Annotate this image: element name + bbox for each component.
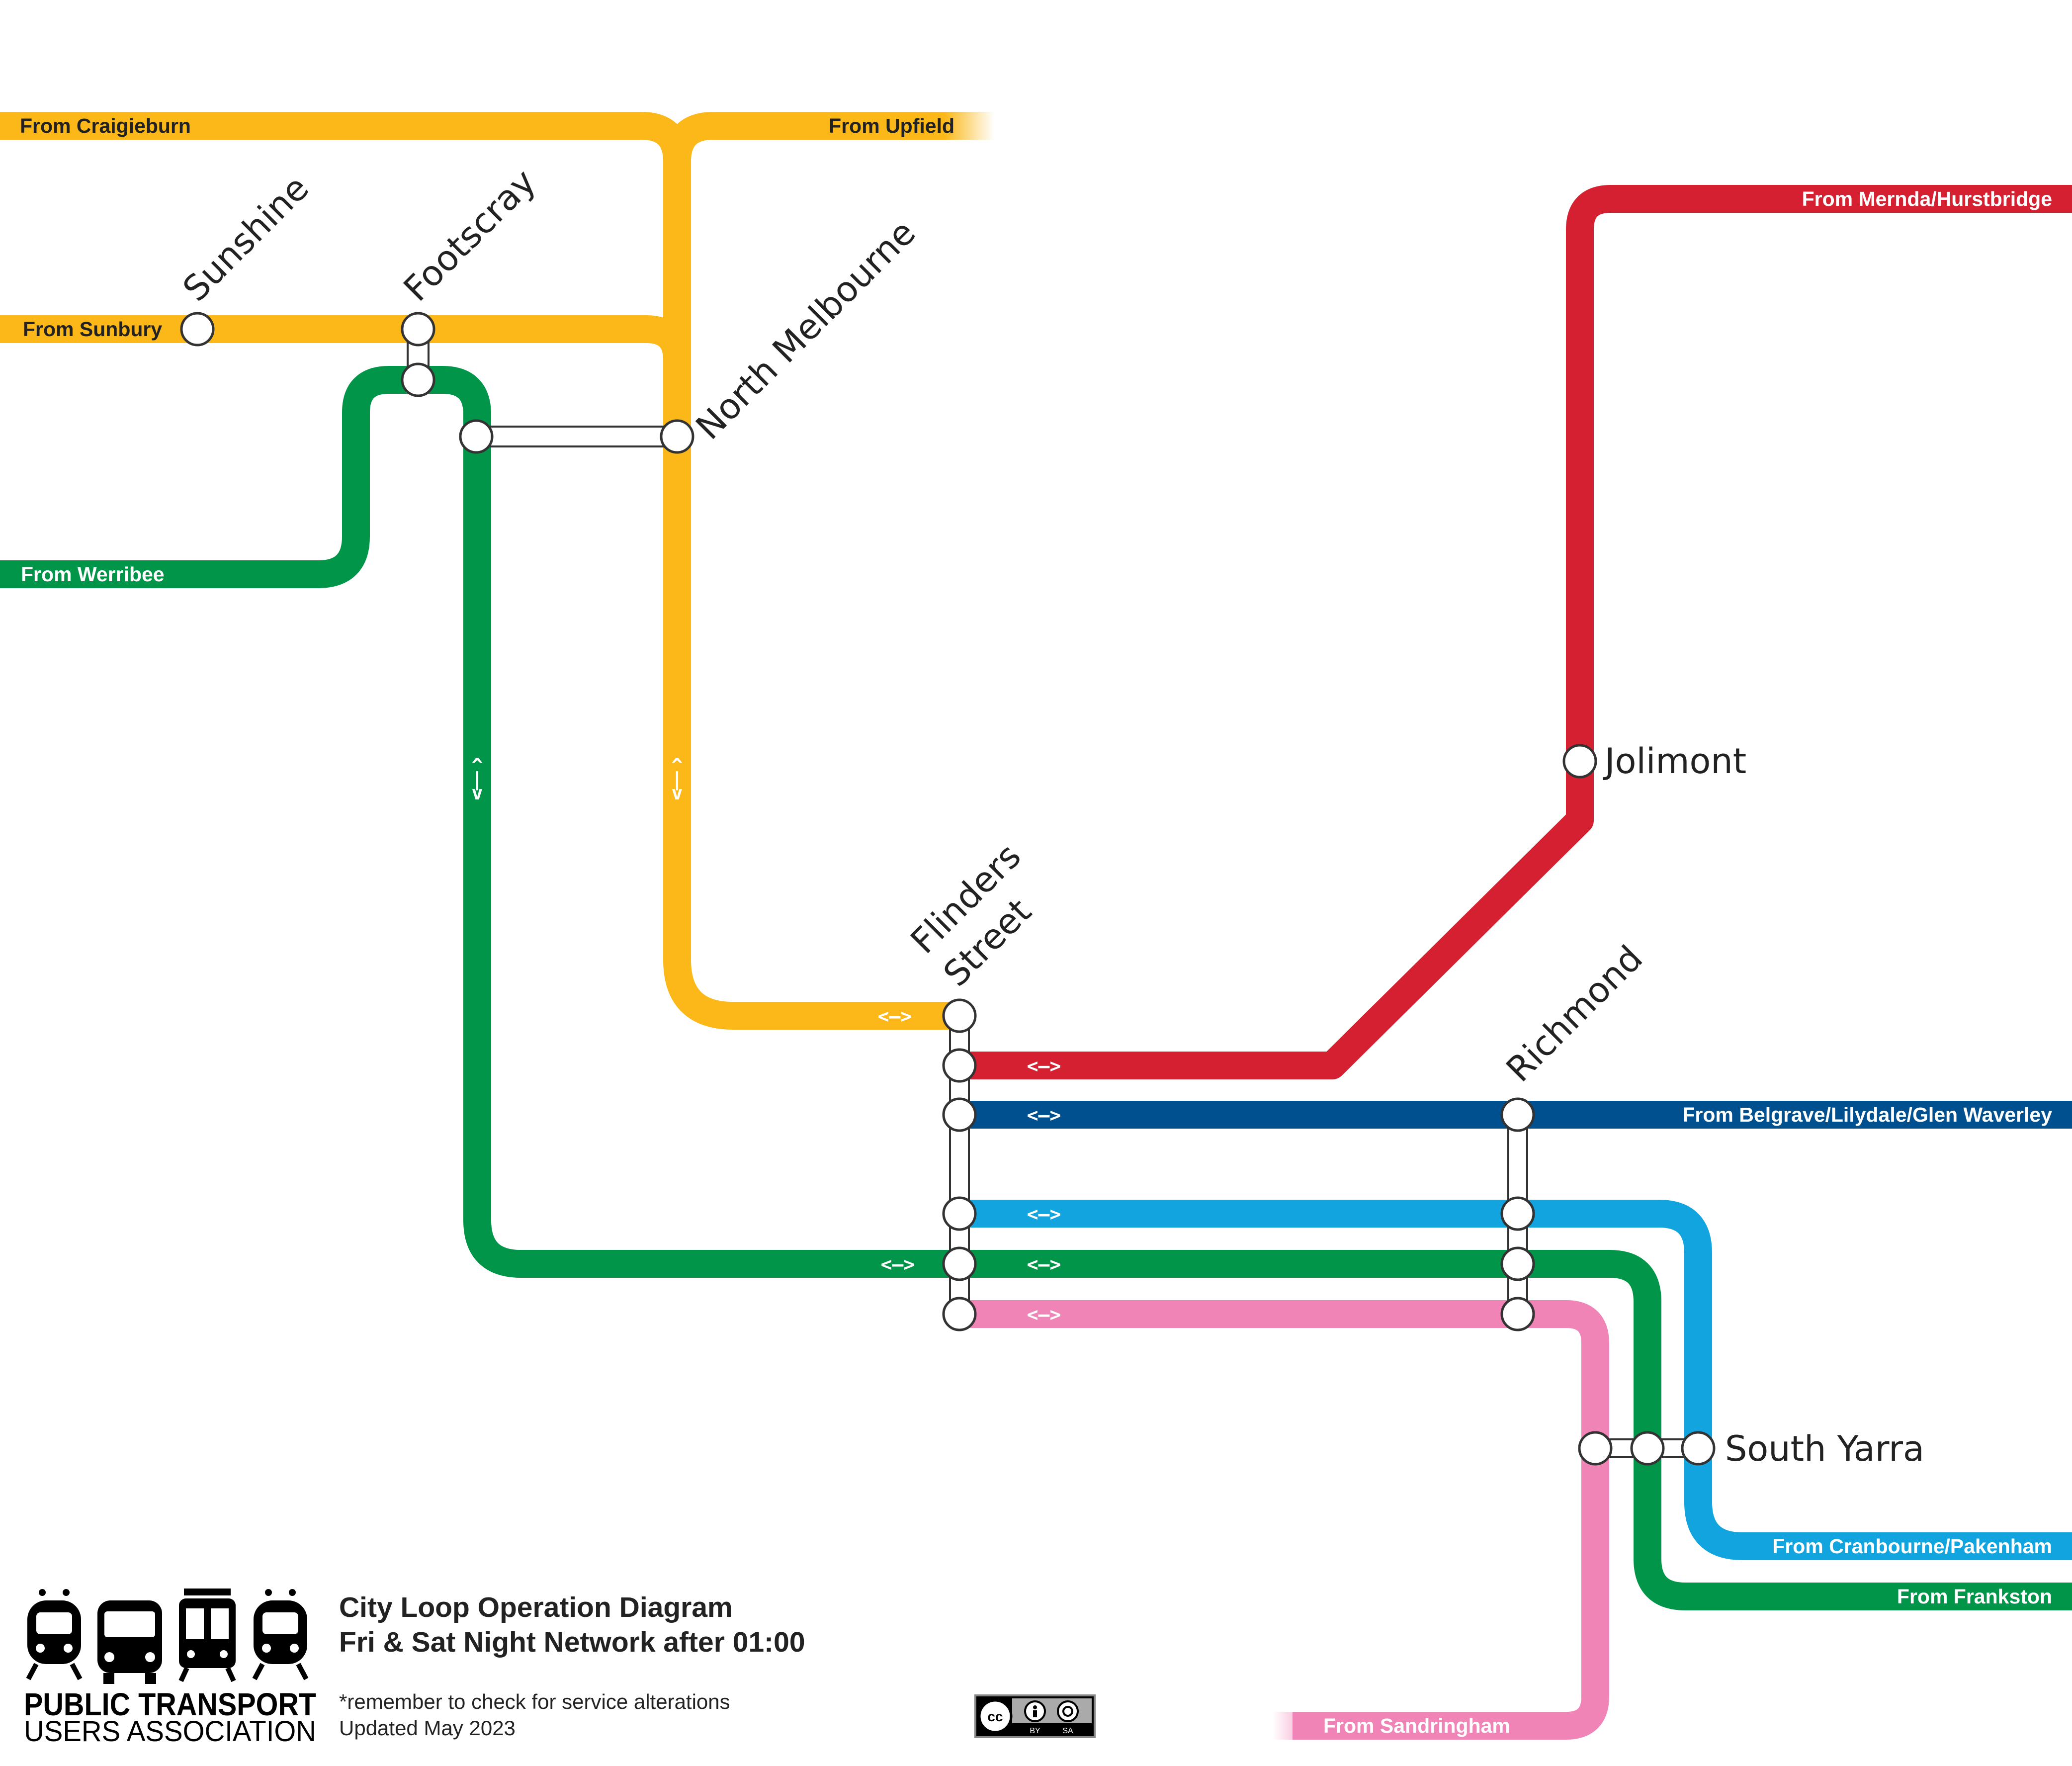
frankston-label: From Frankston xyxy=(1897,1585,2052,1608)
org-name-line1: PUBLIC TRANSPORT xyxy=(24,1686,316,1722)
south-yarra-marker-pink xyxy=(1578,1431,1613,1466)
mernda-hurstbridge-line xyxy=(959,185,2072,1079)
upfield-line-fade xyxy=(945,112,994,140)
north-melbourne-marker-werribee xyxy=(459,419,494,454)
yellow-vertical-arrow-up: ^ xyxy=(672,754,683,776)
bus-icon xyxy=(97,1600,162,1684)
org-name-line2: USERS ASSOCIATION xyxy=(24,1715,316,1748)
upfield-label: From Upfield xyxy=(829,114,954,137)
north-melbourne-marker-yellow xyxy=(660,419,694,454)
diagram-title: City Loop Operation Diagram xyxy=(339,1591,733,1623)
cc-text: cc xyxy=(987,1709,1003,1724)
flinders-marker-red xyxy=(942,1048,977,1083)
werribee-label: From Werribee xyxy=(21,563,165,586)
richmond-marker-lightblue xyxy=(1500,1196,1535,1231)
sa-icon xyxy=(1057,1700,1079,1722)
upfield-line xyxy=(663,112,945,163)
sunshine-name: Sunshine xyxy=(175,168,317,309)
red-direction-arrow: <–> xyxy=(1027,1055,1061,1077)
south-yarra-marker-lightblue xyxy=(1681,1431,1716,1466)
yellow-vertical-arrow-down: v xyxy=(672,782,683,804)
richmond-name: Richmond xyxy=(1498,938,1650,1090)
jolimont-marker xyxy=(1562,744,1597,779)
flinders-marker-yellow xyxy=(942,998,977,1033)
sunbury-line xyxy=(0,315,691,361)
werribee-line xyxy=(0,366,959,1278)
footscray-marker-sunbury xyxy=(401,312,435,347)
station-markers xyxy=(180,312,1716,1466)
sandringham-label: From Sandringham xyxy=(1323,1714,1510,1737)
train-icon xyxy=(26,1589,83,1680)
train-icon-2 xyxy=(252,1589,309,1680)
cc-icon xyxy=(978,1699,1013,1734)
belgrave-label: From Belgrave/Lilydale/Glen Waverley xyxy=(1682,1103,2052,1126)
green-vertical-direction-arrow: ^ | v xyxy=(472,754,483,804)
green-vertical-arrow-up: ^ xyxy=(472,754,483,776)
flinders-marker-lightblue xyxy=(942,1196,977,1231)
richmond-marker-darkblue xyxy=(1500,1097,1535,1132)
sunbury-label: From Sunbury xyxy=(23,318,162,341)
mernda-hurstbridge-label: From Mernda/Hurstbridge xyxy=(1802,187,2052,210)
lightblue-direction-arrow: <–> xyxy=(1027,1203,1061,1225)
updated-date: Updated May 2023 xyxy=(339,1716,516,1740)
service-alteration-note: *remember to check for service alteratio… xyxy=(339,1690,730,1713)
craigieburn-line xyxy=(0,112,959,1030)
darkblue-direction-arrow: <–> xyxy=(1027,1104,1061,1126)
green-vertical-arrow-bar: | xyxy=(472,768,483,791)
frankston-line xyxy=(959,1250,2072,1610)
jolimont-name: Jolimont xyxy=(1603,741,1746,782)
sandringham-line xyxy=(959,1300,1609,1740)
cranbourne-pakenham-label: From Cranbourne/Pakenham xyxy=(1772,1535,2052,1558)
yellow-lines xyxy=(0,112,994,1030)
south-yarra-marker-green xyxy=(1630,1431,1665,1466)
pink-direction-arrow: <–> xyxy=(1027,1304,1061,1325)
yellow-vertical-direction-arrow: ^ | v xyxy=(672,754,683,804)
south-yarra-name: South Yarra xyxy=(1725,1428,1924,1469)
direction-arrows: <–> <–> <–> <–> <–> <–> <–> ^ | v ^ | v xyxy=(472,754,1061,1325)
flinders-marker-pink xyxy=(942,1297,977,1331)
north-melbourne-name: North Melbourne xyxy=(688,212,923,447)
yellow-direction-arrow: <–> xyxy=(878,1005,912,1027)
by-label: BY xyxy=(1030,1727,1040,1735)
cc-license-badge[interactable]: cc BY SA xyxy=(974,1694,1096,1738)
green-direction-arrow-west: <–> xyxy=(881,1253,915,1275)
flinders-marker-darkblue xyxy=(942,1097,977,1132)
footscray-marker-werribee xyxy=(401,362,435,397)
diagram-subtitle: Fri & Sat Night Network after 01:00 xyxy=(339,1626,805,1658)
footscray-name: Footscray xyxy=(396,161,544,309)
green-vertical-arrow-down: v xyxy=(472,782,483,804)
richmond-marker-green xyxy=(1500,1246,1535,1281)
yellow-vertical-arrow-bar: | xyxy=(672,768,683,791)
craigieburn-label: From Craigieburn xyxy=(20,114,191,137)
sa-label: SA xyxy=(1062,1727,1073,1735)
ptua-logo: PUBLIC TRANSPORT USERS ASSOCIATION xyxy=(24,1589,316,1748)
sunshine-marker xyxy=(180,312,215,347)
cranbourne-pakenham-line xyxy=(959,1200,2072,1560)
north-melbourne-connector xyxy=(475,426,678,447)
flinders-marker-green xyxy=(942,1246,977,1281)
sandringham-line-fade xyxy=(1273,1712,1322,1740)
tram-icon xyxy=(178,1589,236,1682)
green-direction-arrow-east: <–> xyxy=(1027,1253,1061,1275)
richmond-marker-pink xyxy=(1500,1297,1535,1331)
